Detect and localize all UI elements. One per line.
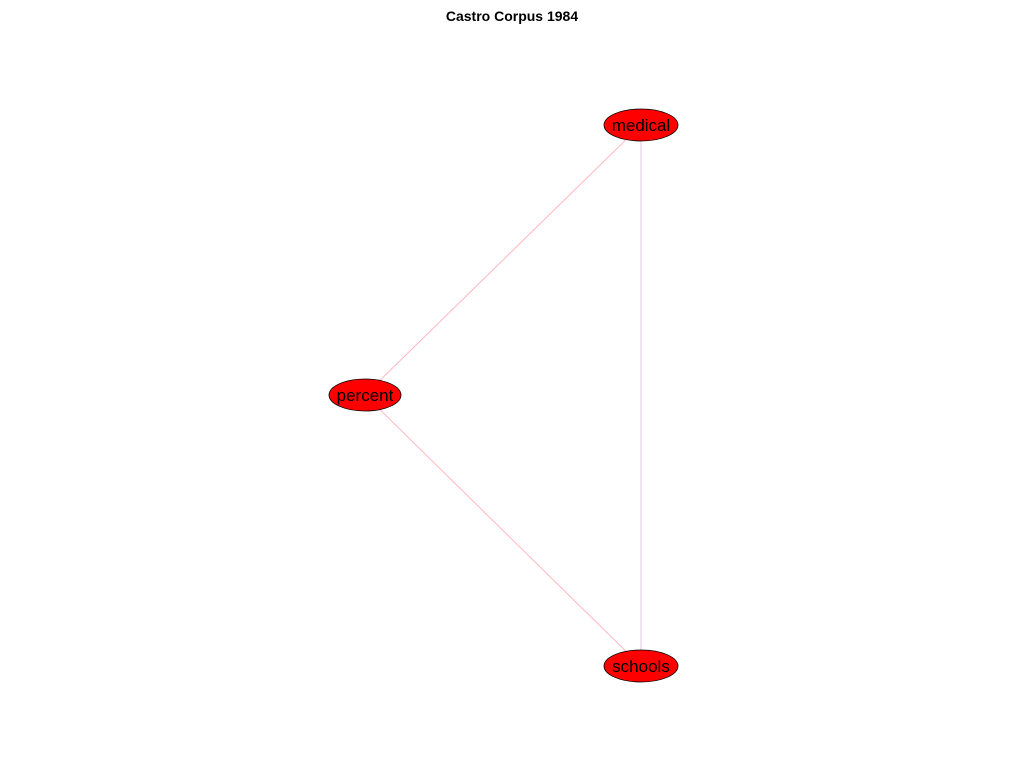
node-medical[interactable]: medical (603, 108, 679, 142)
node-percent[interactable]: percent (328, 378, 402, 412)
node-percent-ellipse (328, 378, 402, 412)
node-percent-label: percent (337, 386, 394, 405)
graph-title: Castro Corpus 1984 (446, 8, 578, 24)
node-medical-ellipse (603, 108, 679, 142)
node-schools-label: schools (612, 657, 670, 676)
node-schools-ellipse (603, 649, 679, 683)
edge-medical-percent (364, 124, 642, 396)
edges-layer (364, 124, 642, 667)
node-medical-label: medical (612, 116, 671, 135)
node-schools[interactable]: schools (603, 649, 679, 683)
edge-percent-schools (364, 394, 642, 667)
